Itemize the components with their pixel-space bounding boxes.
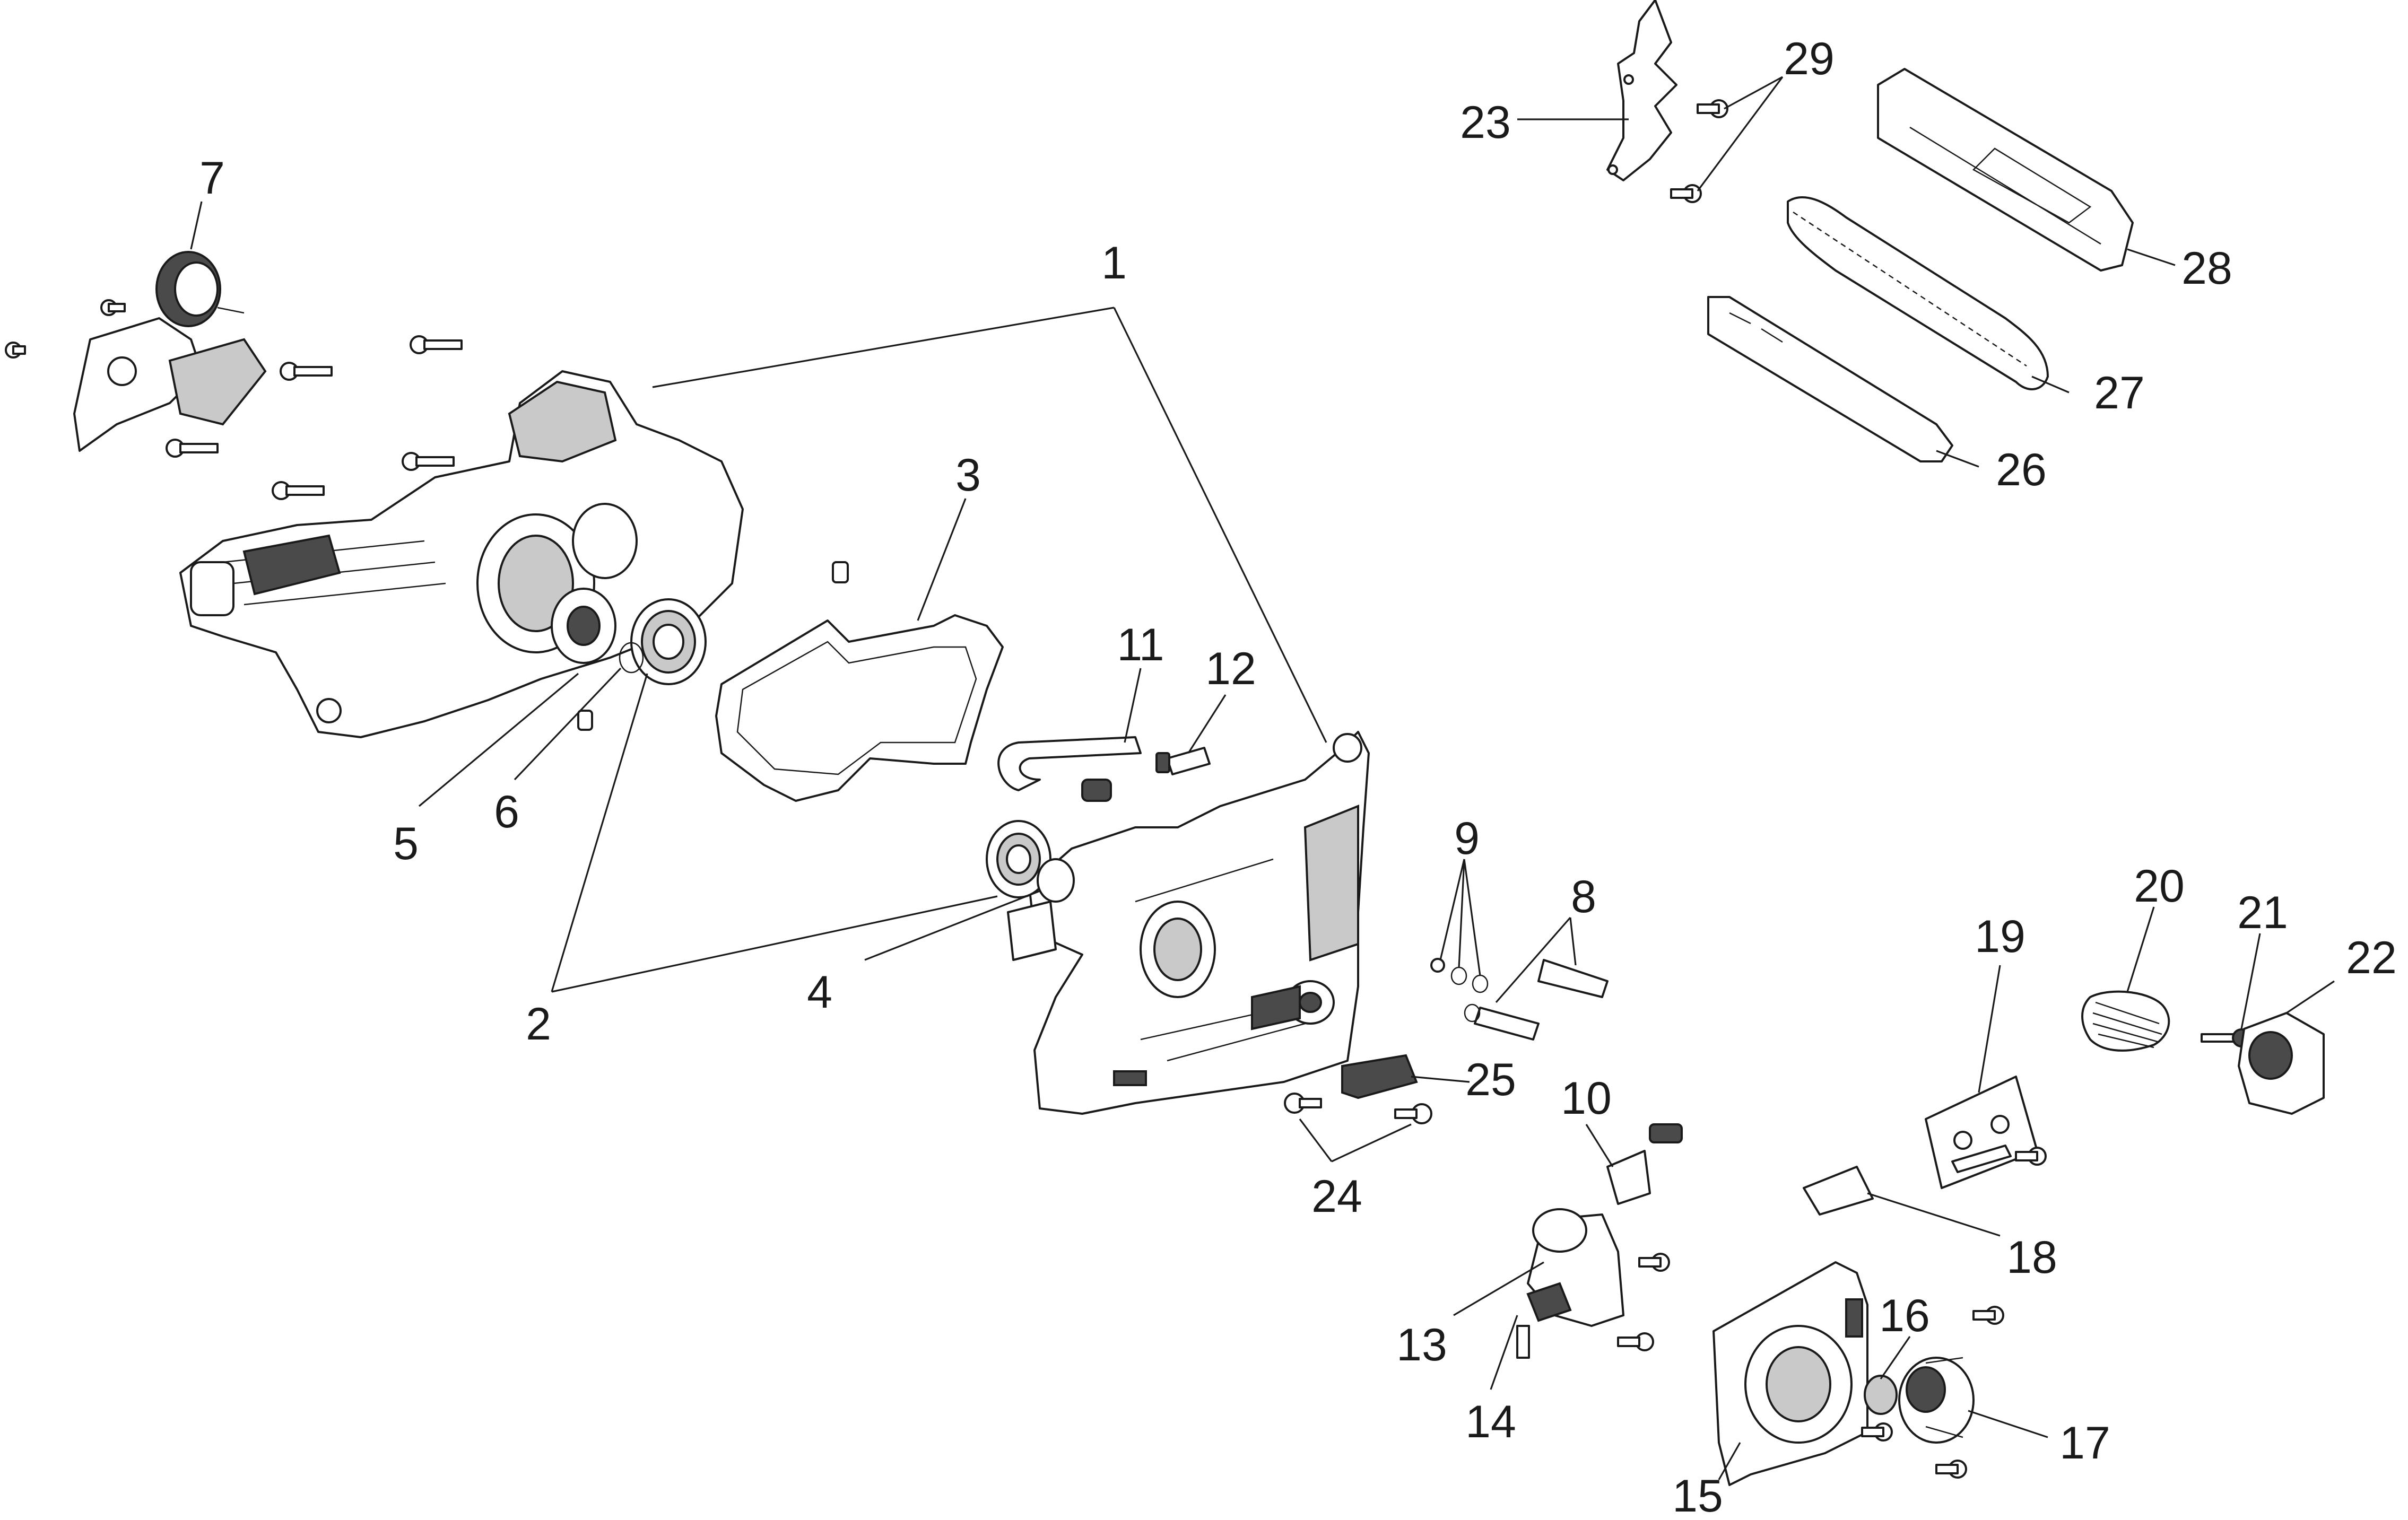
seal-4 [1037, 858, 1075, 903]
callout-13: 13 [1396, 1320, 1447, 1370]
spring-20 [2081, 990, 2170, 1052]
callout-7: 7 [199, 153, 225, 204]
callout-28: 28 [2181, 243, 2232, 294]
callout-10: 10 [1561, 1073, 1612, 1124]
callout-19: 19 [1975, 911, 2025, 962]
chain-guard-23 [1606, 0, 1677, 181]
chain-catcher-25 [1341, 1054, 1418, 1099]
screw-14 [1516, 1325, 1530, 1359]
callout-15: 15 [1672, 1471, 1723, 1520]
sprocket-17 [1898, 1357, 1975, 1444]
pins-8 [1474, 959, 1609, 1041]
callout-18: 18 [2006, 1232, 2057, 1283]
callout-labels: 1 2 3 4 5 6 7 8 9 10 11 12 13 14 15 16 1… [199, 33, 2397, 1520]
callout-11: 11 [1117, 619, 1164, 670]
callout-26: 26 [1996, 444, 2047, 495]
crankcase-right-half [1007, 731, 1370, 1115]
clutch-cover-15 [1712, 1261, 1868, 1486]
screws-24 [1284, 1093, 1432, 1124]
screws-29 [1670, 99, 1728, 203]
crankcase-left-half [179, 370, 744, 738]
guide-bar-26 [1707, 296, 1953, 462]
leader-lines [190, 76, 2335, 1480]
oil-filter-12 [1155, 747, 1211, 775]
callout-17: 17 [2059, 1418, 2110, 1469]
callout-5: 5 [393, 818, 419, 869]
callout-21: 21 [2237, 887, 2288, 938]
callout-23: 23 [1460, 97, 1511, 148]
oil-hose-11 [997, 736, 1142, 802]
pin-6 [577, 710, 593, 731]
washer-16 [1864, 1375, 1898, 1415]
callout-12: 12 [1205, 643, 1256, 694]
plate-19 [1925, 1076, 2038, 1189]
callout-29: 29 [1784, 33, 1835, 84]
rings-9 [1430, 958, 1489, 1023]
saw-chain-27 [1787, 196, 2049, 390]
bearing-left [630, 598, 707, 685]
screws-cover [1861, 1306, 2004, 1479]
ring-5 [619, 642, 644, 674]
callout-6: 6 [494, 787, 519, 837]
callout-2: 2 [526, 999, 551, 1050]
screws-left-group [5, 299, 463, 500]
gasket-3 [715, 614, 1004, 802]
screws-oil-pump [1617, 1253, 1670, 1351]
callout-4: 4 [807, 967, 832, 1018]
callout-1: 1 [1101, 238, 1127, 289]
screw-19 [2015, 1147, 2047, 1166]
callout-14: 14 [1465, 1396, 1516, 1447]
callout-22: 22 [2346, 932, 2397, 983]
callout-16: 16 [1879, 1290, 1930, 1341]
oil-pump-13 [1526, 1208, 1624, 1327]
callout-24: 24 [1311, 1171, 1362, 1222]
oil-pump-fitting-10 [1606, 1123, 1683, 1205]
starter-pulley-7 [73, 251, 267, 452]
callout-27: 27 [2094, 368, 2145, 418]
tensioner-22 [2238, 1012, 2325, 1115]
dowel-pin [832, 561, 849, 583]
callout-25: 25 [1465, 1054, 1516, 1105]
callout-20: 20 [2134, 861, 2185, 912]
spacer-18 [1803, 1166, 1874, 1216]
scabbard-28 [1877, 68, 2134, 272]
callout-8: 8 [1571, 871, 1596, 922]
callout-3: 3 [955, 450, 981, 501]
callout-9: 9 [1454, 813, 1480, 864]
